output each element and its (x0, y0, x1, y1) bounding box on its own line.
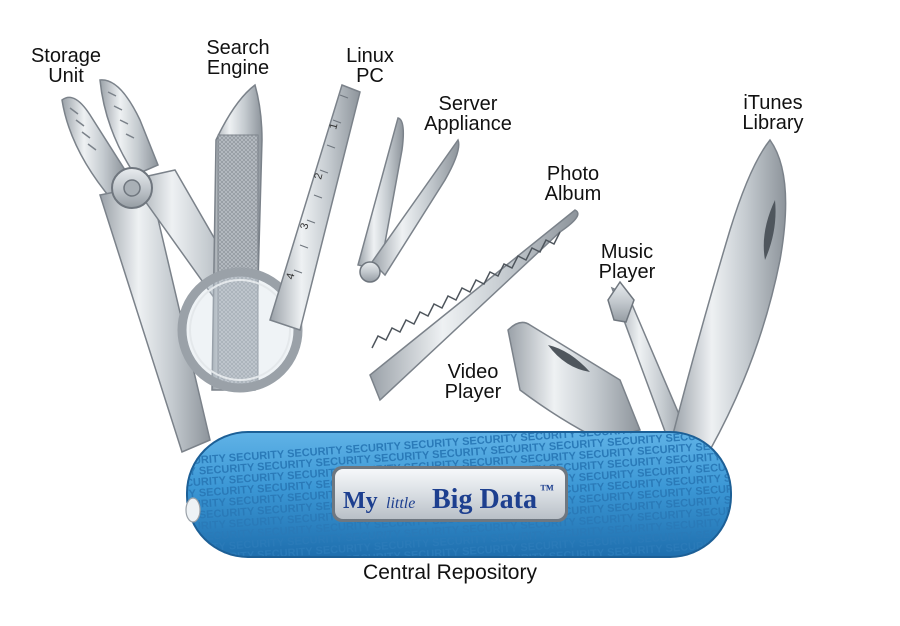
badge-little: little (386, 495, 415, 512)
keyring-icon (185, 497, 201, 523)
label-server-appliance: Server Appliance (424, 93, 512, 135)
label-linux-pc: Linux PC (346, 45, 394, 87)
saw-tool (369, 209, 579, 402)
ruler-mark: 3 (298, 222, 311, 231)
badge-my: My (343, 488, 378, 514)
label-central-repository: Central Repository (363, 561, 537, 584)
ruler-mark: 2 (312, 172, 325, 181)
ruler-mark: 4 (284, 272, 297, 281)
can-opener-tool (507, 321, 642, 441)
label-storage-unit: Storage Unit (30, 45, 102, 87)
ruler-mark: 1 (327, 122, 340, 131)
file-tool (211, 83, 263, 391)
ruler-tool (269, 84, 361, 331)
label-search-engine: Search Engine (206, 37, 270, 79)
badge-trademark: ™ (540, 483, 554, 498)
badge-big-data: Big Data (432, 484, 537, 515)
scissors-tool (357, 117, 460, 283)
brand-badge: My little Big Data ™ (332, 466, 568, 522)
label-photo-album: Photo Album (544, 163, 602, 205)
label-itunes-library: iTunes Library (742, 92, 804, 134)
label-music-player: Music Player (598, 241, 656, 283)
large-blade-tool (671, 138, 787, 451)
label-video-player: Video Player (444, 361, 502, 403)
screwdriver-tool (607, 280, 692, 446)
